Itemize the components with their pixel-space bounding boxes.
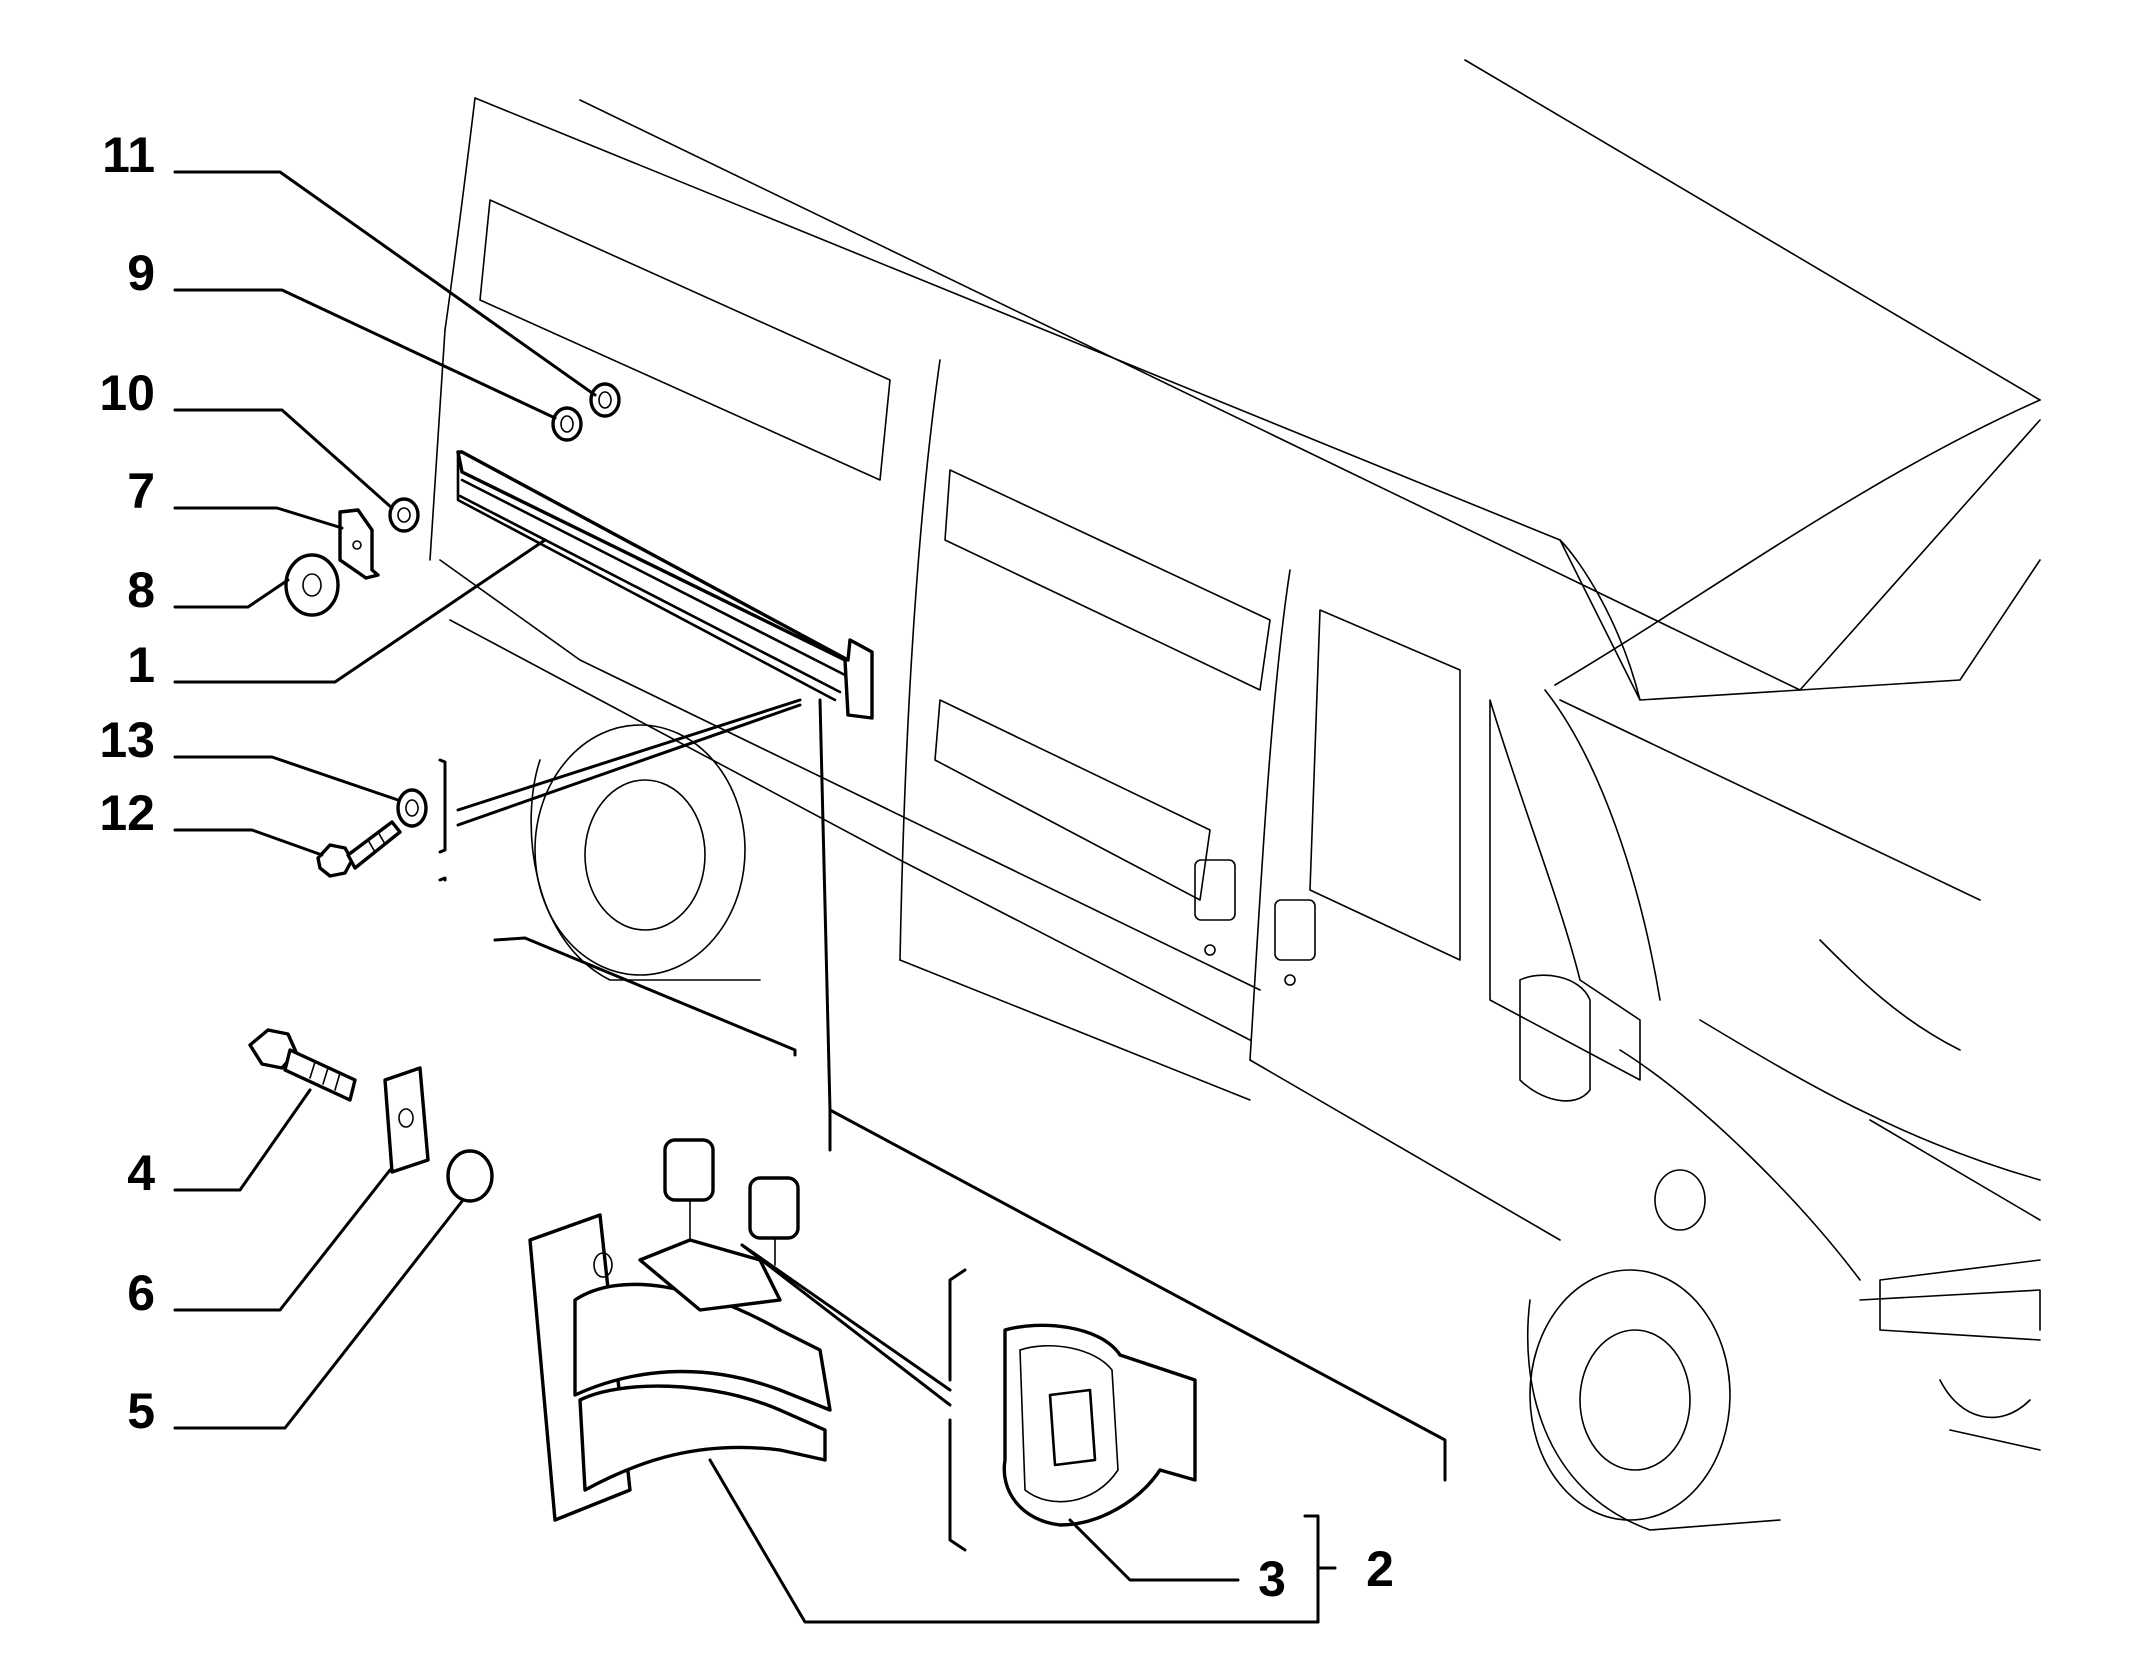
leader-2-bracket (1303, 1514, 1337, 1624)
washer-11 (589, 382, 621, 418)
leader-lines (173, 170, 1337, 1624)
roller-carriage-part (528, 1138, 832, 1522)
washer-10 (388, 497, 420, 533)
leader-11 (173, 170, 597, 397)
callout-10: 10 (99, 365, 155, 421)
leader-10 (173, 408, 394, 510)
guide-rail-part (456, 450, 874, 720)
van-illustration (429, 59, 2041, 1531)
leader-13 (173, 755, 400, 802)
washer-8 (284, 553, 340, 617)
bushing-part (1002, 1323, 1197, 1527)
callout-8: 8 (127, 562, 155, 618)
callout-6: 6 (127, 1265, 155, 1321)
callout-5: 5 (127, 1383, 155, 1439)
leader-9 (173, 288, 557, 420)
leader-5 (173, 1198, 465, 1430)
callout-12: 12 (99, 785, 155, 841)
leader-1 (173, 538, 547, 684)
callout-numbers: 11 9 10 7 8 1 13 12 4 6 5 3 2 (99, 127, 1394, 1607)
callout-13: 13 (99, 712, 155, 768)
bolt-12 (316, 820, 402, 878)
callout-1: 1 (127, 637, 155, 693)
leader-2-carriage (708, 1458, 1320, 1624)
bracket-7 (338, 508, 380, 580)
group-bracket-2 (493, 698, 1447, 1482)
leader-6 (173, 1168, 392, 1312)
washer-9 (551, 406, 583, 442)
callout-11: 11 (102, 127, 155, 183)
cap-5 (446, 1149, 494, 1203)
group-bracket-3 (740, 1243, 967, 1552)
callout-3: 3 (1258, 1551, 1286, 1607)
callout-4: 4 (127, 1145, 155, 1201)
callout-9: 9 (127, 245, 155, 301)
leader-4 (173, 1088, 312, 1192)
bolt-4 (248, 1028, 357, 1102)
leader-8 (173, 578, 290, 609)
leader-3 (1068, 1518, 1240, 1582)
washer-13 (396, 788, 428, 828)
leader-7 (173, 506, 344, 530)
callout-7: 7 (127, 463, 155, 519)
leader-12 (173, 828, 324, 857)
plate-6 (383, 1066, 430, 1174)
callout-2: 2 (1366, 1541, 1394, 1597)
group-bracket-12-13 (438, 698, 802, 882)
